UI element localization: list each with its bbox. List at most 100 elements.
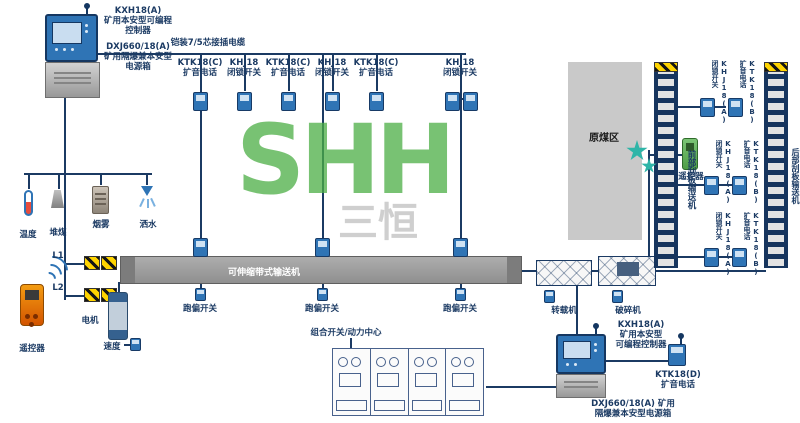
coal-sensor-icon xyxy=(51,190,64,208)
wire xyxy=(322,55,324,258)
decor xyxy=(371,349,409,415)
lock-switch-device xyxy=(325,92,340,111)
coal-area-label: 原煤区 xyxy=(589,133,619,144)
deviation-switch-device xyxy=(317,288,328,301)
decor xyxy=(574,363,577,366)
loudspeaker-phone-device xyxy=(732,176,747,195)
crusher-machine xyxy=(598,256,656,286)
top-device-label: KTK18(C) 扩音电话 xyxy=(265,58,311,78)
wire xyxy=(100,175,102,185)
wire xyxy=(522,270,536,272)
sprinkler-icon xyxy=(141,186,153,196)
decor xyxy=(147,199,149,208)
decor xyxy=(85,30,88,33)
wire xyxy=(28,175,30,189)
decor xyxy=(150,198,156,207)
decor xyxy=(426,357,437,367)
decor xyxy=(338,357,348,367)
deviation-switch-label: 跑偏开关 xyxy=(182,304,217,314)
sensor-label: 洒水 xyxy=(139,220,157,230)
antenna-icon xyxy=(678,333,684,345)
lock-switch-device xyxy=(704,248,719,267)
decor xyxy=(388,357,399,367)
wire xyxy=(124,344,132,346)
right-device-label: KHJ18(A)闭锁开关 xyxy=(716,140,732,204)
right-device-label: KTK18(B)扩音电话 xyxy=(740,60,756,124)
wire xyxy=(576,286,578,336)
loudspeaker-phone-device xyxy=(445,92,460,111)
remote-control xyxy=(20,284,44,326)
motor-icon xyxy=(108,292,128,340)
hazard-marker xyxy=(84,288,100,302)
controller-screen xyxy=(52,22,82,44)
programmable-controller-box xyxy=(556,323,606,374)
deviation-switch-label: 跑偏开关 xyxy=(442,304,477,314)
top-device-label: KHJ18 闭锁开关 xyxy=(226,58,261,78)
smoke-detector-icon xyxy=(92,186,109,214)
wire xyxy=(656,270,766,272)
controller-screen xyxy=(563,341,591,359)
sensor-label: 堆煤 xyxy=(49,228,67,238)
deviation-switch-device xyxy=(315,238,330,257)
line-l1-label: L1 xyxy=(52,251,64,261)
decor xyxy=(375,357,386,367)
decor xyxy=(71,48,74,51)
remote-label: 遥控器 xyxy=(19,344,45,354)
speed-sensor-icon xyxy=(130,338,141,351)
power-supply-box xyxy=(556,374,606,398)
decor xyxy=(594,343,597,346)
wire xyxy=(332,55,334,91)
loudspeaker-phone-device xyxy=(193,92,208,111)
cable-label: 铠装7/5芯接插电缆 xyxy=(170,38,246,48)
wire xyxy=(24,173,152,175)
wire xyxy=(66,263,84,265)
scraper-conveyor-rear xyxy=(764,62,788,268)
power-box-label: DXJ660/18(A) 矿用隔爆兼本安型 电源箱 xyxy=(103,42,172,72)
programmable-controller-box xyxy=(45,3,98,62)
loudspeaker-phone-device xyxy=(732,248,747,267)
decor xyxy=(451,357,462,367)
antenna-icon xyxy=(84,3,90,16)
decor xyxy=(452,373,475,387)
loudspeaker-phone-device xyxy=(728,98,743,117)
power-supply-box xyxy=(45,62,100,98)
line-l2-label: L2 xyxy=(52,283,64,293)
wire xyxy=(460,55,462,258)
wire xyxy=(146,175,148,185)
conveyor-belt xyxy=(120,256,522,284)
decor xyxy=(566,363,569,366)
belt-label: 可伸缩带式输送机 xyxy=(228,268,301,278)
scraper-conveyor-front xyxy=(654,62,678,268)
combo-switch-label: 组合开关/动力中心 xyxy=(310,328,382,338)
right-device-label: KHJ18(A)闭锁开关 xyxy=(712,60,728,124)
lock-switch-device xyxy=(612,290,623,303)
controller-label: KXH18(A) 矿用本安型可编程 控制器 xyxy=(103,6,172,36)
loudspeaker-phone-device xyxy=(544,290,555,303)
sensor-label: 温度 xyxy=(19,230,37,240)
wire xyxy=(244,55,246,91)
right-device-label: KTK18(B)扩音电话 xyxy=(744,140,760,204)
deviation-switch-device xyxy=(193,238,208,257)
loudspeaker-phone-device xyxy=(668,333,686,366)
transfer-label: 转载机 xyxy=(551,306,577,316)
thermometer-icon xyxy=(24,190,33,216)
lock-switch-device xyxy=(704,176,719,195)
remote-label: 遥控器 xyxy=(678,172,704,182)
decor xyxy=(339,373,361,387)
wire xyxy=(450,98,472,100)
wire xyxy=(350,338,352,348)
wire xyxy=(66,295,84,297)
decor xyxy=(414,373,437,387)
lock-switch-device xyxy=(463,92,478,111)
decor xyxy=(85,24,88,27)
speed-label: 速度 xyxy=(103,342,121,352)
hazard-marker xyxy=(654,62,678,72)
right-device-label: KTK18(B)扩音电话 xyxy=(744,212,760,276)
deviation-switch-device xyxy=(195,288,206,301)
top-device-label: KHJ18 闭锁开关 xyxy=(314,58,349,78)
top-device-label: KHJ18 闭锁开关 xyxy=(442,58,477,78)
wire xyxy=(592,270,598,272)
decor xyxy=(594,349,597,352)
decor xyxy=(617,262,639,276)
